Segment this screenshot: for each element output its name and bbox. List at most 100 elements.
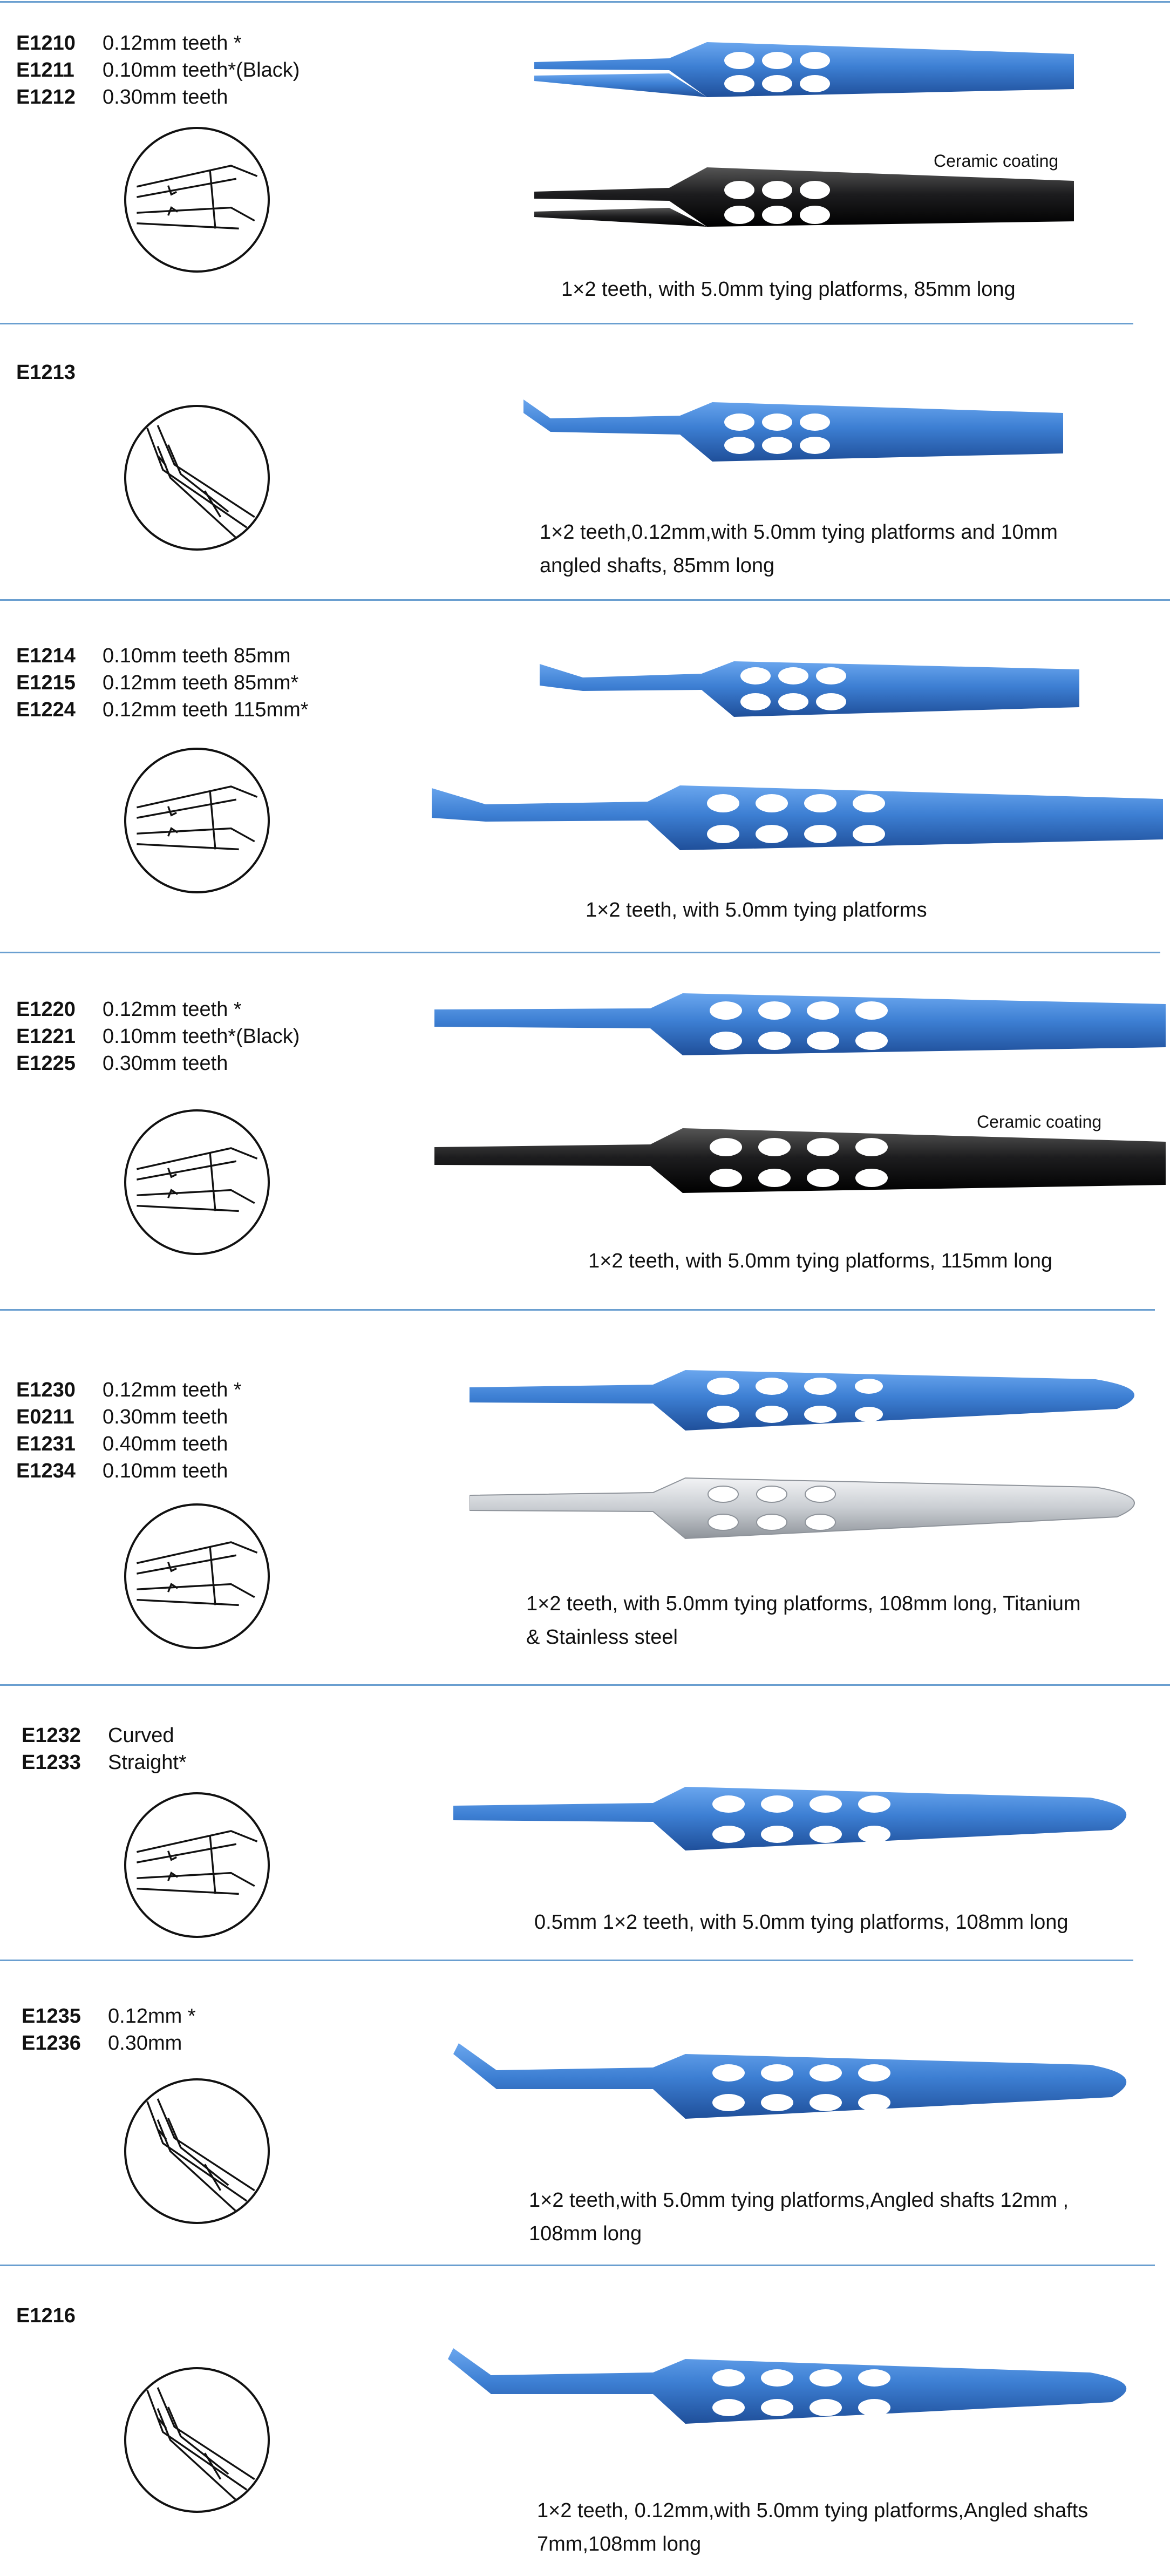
product-desc: 0.30mm teeth <box>103 86 228 109</box>
product-desc: 0.30mm teeth <box>103 1052 228 1075</box>
forceps-illustration <box>470 1370 1134 1431</box>
tooth-tip-detail-icon <box>124 127 270 273</box>
code-list: E1216 <box>16 2302 103 2329</box>
product-desc: 0.10mm teeth*(Black) <box>103 59 300 82</box>
caption-line: angled shafts, 85mm long <box>540 554 775 577</box>
section-divider <box>0 599 1170 601</box>
forceps-illustration <box>448 2348 1127 2424</box>
product-caption: 1×2 teeth, with 5.0mm tying platforms, 1… <box>588 1250 1052 1272</box>
product-code: E1212 <box>16 86 76 109</box>
section-divider <box>0 1684 1170 1686</box>
code-row: E1224 0.12mm teeth 115mm* <box>16 696 309 723</box>
code-row: E1210 0.12mm teeth * <box>16 30 300 57</box>
product-section-5: E1230 0.12mm teeth * E0211 0.30mm teeth E1… <box>0 1312 1170 1686</box>
product-section-2: E1213 1×2 teeth,0.12mm,with 5.0mm tying … <box>0 324 1170 601</box>
product-caption: 1×2 teeth,with 5.0mm tying platforms,Ang… <box>529 2184 1069 2250</box>
tooth-tip-detail-icon <box>124 748 270 893</box>
code-row: E1214 0.10mm teeth 85mm <box>16 642 309 669</box>
product-code: E1234 <box>16 1460 76 1482</box>
tooth-tip-detail-icon <box>124 1109 270 1255</box>
product-desc: 0.12mm teeth * <box>103 1379 242 1401</box>
tooth-tip-detail-icon <box>124 1792 270 1938</box>
product-desc: Straight* <box>108 1751 187 1774</box>
forceps-illustration <box>432 785 1163 850</box>
forceps-illustration <box>470 1477 1135 1540</box>
product-code: E1224 <box>16 699 76 721</box>
product-code: E1213 <box>16 361 76 384</box>
code-row: E1225 0.30mm teeth <box>16 1050 300 1077</box>
product-desc: 0.30mm <box>108 2032 182 2055</box>
coating-label: Ceramic coating <box>977 1112 1102 1131</box>
code-row: E1230 0.12mm teeth * <box>16 1377 242 1404</box>
product-code: E1232 <box>22 1724 81 1747</box>
forceps-illustration <box>523 399 1063 462</box>
forceps-illustration <box>434 1128 1166 1193</box>
section-divider <box>0 2265 1155 2266</box>
product-caption: 1×2 teeth, with 5.0mm tying platforms, 8… <box>561 278 1016 301</box>
forceps-illustration <box>434 993 1166 1055</box>
code-list: E1210 0.12mm teeth * E1211 0.10mm teeth*(B… <box>16 30 300 111</box>
product-code: E0211 <box>16 1406 74 1428</box>
product-desc: 0.10mm teeth 85mm <box>103 645 291 667</box>
code-row: E1212 0.30mm teeth <box>16 84 300 111</box>
tooth-tip-detail-icon <box>124 405 270 551</box>
code-row: E1213 <box>16 359 103 386</box>
product-code: E1214 <box>16 645 76 667</box>
code-row: E0211 0.30mm teeth <box>16 1404 242 1431</box>
product-code: E1221 <box>16 1025 76 1048</box>
code-row: E1221 0.10mm teeth*(Black) <box>16 1023 300 1050</box>
product-code: E1235 <box>22 2005 81 2028</box>
tooth-tip-detail-icon <box>124 2367 270 2513</box>
forceps-illustration <box>540 661 1079 717</box>
section-divider <box>0 1309 1155 1311</box>
product-code: E1225 <box>16 1052 76 1075</box>
product-code: E1210 <box>16 32 76 55</box>
code-row: E1232 Curved <box>22 1722 187 1749</box>
code-list: E1213 <box>16 359 103 386</box>
product-desc: 0.30mm teeth <box>103 1406 228 1428</box>
product-code: E1216 <box>16 2304 76 2327</box>
product-caption: 0.5mm 1×2 teeth, with 5.0mm tying platfo… <box>534 1911 1069 1934</box>
product-desc: 0.12mm teeth * <box>103 32 242 55</box>
product-code: E1211 <box>16 59 74 82</box>
product-caption: 1×2 teeth, with 5.0mm tying platforms <box>586 899 927 921</box>
product-code: E1220 <box>16 998 76 1021</box>
product-desc: Curved <box>108 1724 174 1747</box>
product-caption: 1×2 teeth,0.12mm,with 5.0mm tying platfo… <box>540 516 1058 582</box>
code-list: E1230 0.12mm teeth * E0211 0.30mm teeth E1… <box>16 1377 242 1484</box>
forceps-illustration <box>453 1787 1127 1850</box>
caption-line: & Stainless steel <box>526 1626 678 1649</box>
product-desc: 0.12mm teeth 115mm* <box>103 699 309 721</box>
product-desc: 0.10mm teeth*(Black) <box>103 1025 300 1048</box>
product-code: E1230 <box>16 1379 76 1401</box>
code-row: E1234 0.10mm teeth <box>16 1458 242 1484</box>
code-row: E1216 <box>16 2302 103 2329</box>
tooth-tip-detail-icon <box>124 1503 270 1649</box>
tooth-tip-detail-icon <box>124 2078 270 2224</box>
section-divider <box>0 1960 1133 1961</box>
section-divider <box>0 323 1133 324</box>
section-divider <box>0 952 1160 953</box>
caption-line: 7mm,108mm long <box>537 2533 702 2555</box>
caption-line: 1×2 teeth,with 5.0mm tying platforms,Ang… <box>529 2189 1069 2212</box>
product-code: E1231 <box>16 1433 76 1455</box>
product-section-1: E1210 0.12mm teeth * E1211 0.10mm teeth*(B… <box>0 0 1170 324</box>
product-desc: 0.10mm teeth <box>103 1460 228 1482</box>
forceps-illustration <box>534 167 1074 227</box>
caption-line: 1×2 teeth, 0.12mm,with 5.0mm tying platf… <box>537 2499 1089 2522</box>
caption-line: 108mm long <box>529 2222 642 2245</box>
code-row: E1211 0.10mm teeth*(Black) <box>16 57 300 84</box>
coating-label: Ceramic coating <box>934 151 1059 171</box>
forceps-illustration <box>453 2043 1127 2119</box>
product-code: E1236 <box>22 2032 81 2055</box>
product-desc: 0.40mm teeth <box>103 1433 228 1455</box>
product-caption: 1×2 teeth, with 5.0mm tying platforms, 1… <box>526 1587 1081 1654</box>
